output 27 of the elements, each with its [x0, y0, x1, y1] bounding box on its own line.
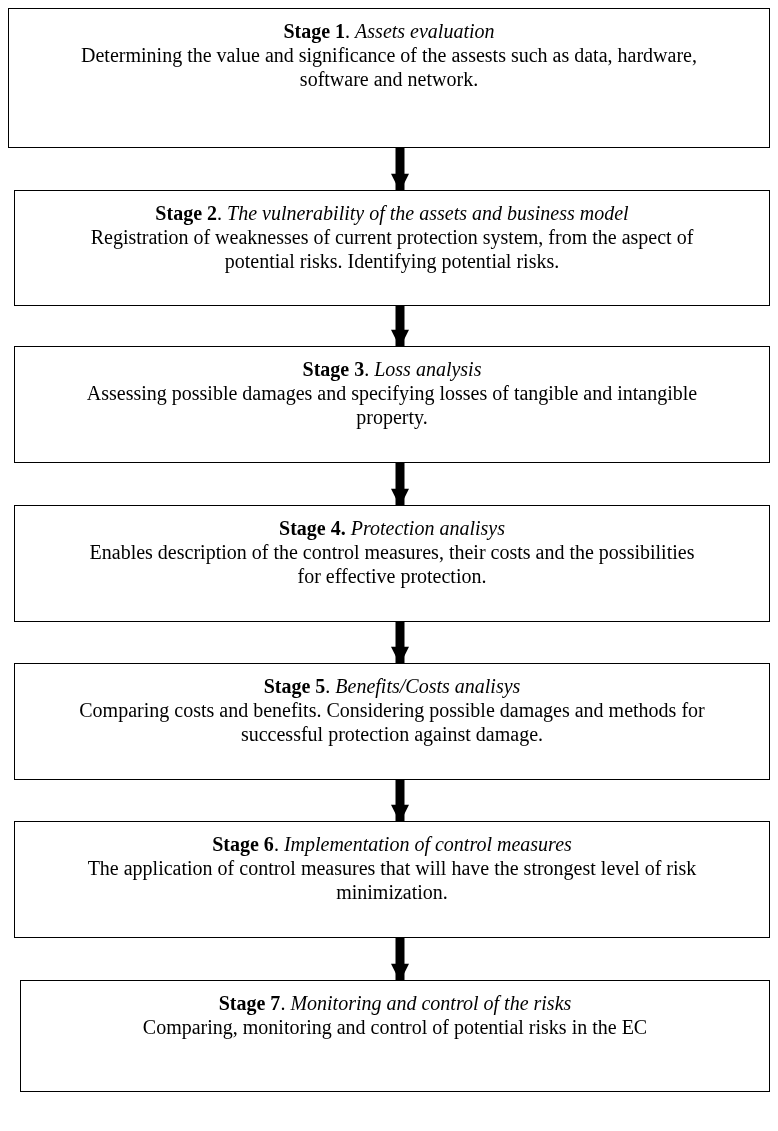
arrow: [391, 306, 409, 348]
stage-description: Enables description of the control measures, their costs and the possibilities for effective protection.: [88, 540, 696, 588]
stage-heading: Stage 1. Assets evaluation: [282, 19, 496, 43]
stage-description: Assessing possible damages and specifying losses of tangible and intangible property.: [85, 381, 699, 429]
stage-description: Comparing costs and benefits. Considering possible damages and methods for successful protection against damage.: [79, 698, 705, 746]
stage-box: [8, 8, 770, 148]
arrow: [391, 938, 409, 982]
arrow: [391, 463, 409, 507]
stage-heading: Stage 3. Loss analysis: [301, 357, 483, 381]
arrow: [391, 780, 409, 823]
arrow: [391, 622, 409, 665]
stage-box: [14, 190, 770, 306]
stage-box: [14, 821, 770, 938]
stage-box: [20, 980, 770, 1092]
stage-description: Comparing, monitoring and control of potential risks in the EC: [141, 1015, 649, 1039]
stage-heading: Stage 4. Protection analisys: [278, 516, 506, 540]
stage-box: [14, 505, 770, 622]
arrow: [391, 148, 409, 192]
stage-heading: Stage 7. Monitoring and control of the risks: [217, 991, 573, 1015]
stage-description: Registration of weaknesses of current protection system, from the aspect of potential risks. Identifying potential risks.: [89, 225, 695, 273]
stage-heading: Stage 2. The vulnerability of the assets and business model: [154, 201, 630, 225]
stage-box: [14, 663, 770, 780]
stage-description: Determining the value and significance of the assests such as data, hardware, software and network.: [80, 43, 698, 91]
stage-description: The application of control measures that will have the strongest level of risk minimization.: [86, 856, 698, 904]
stage-box: [14, 346, 770, 463]
stage-heading: Stage 5. Benefits/Costs analisys: [262, 674, 522, 698]
stage-heading: Stage 6. Implementation of control measures: [211, 832, 573, 856]
